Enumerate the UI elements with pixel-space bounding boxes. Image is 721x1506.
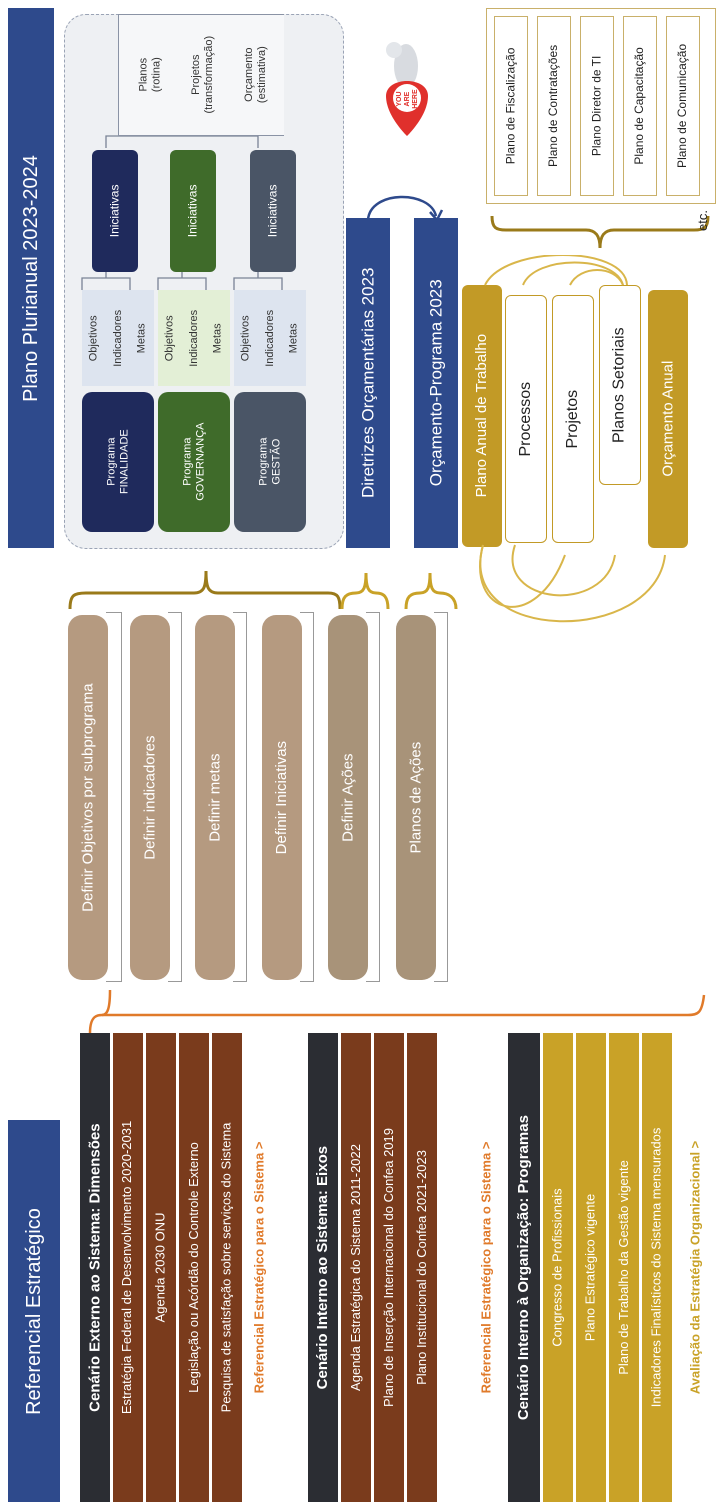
interno-org-link[interactable]: Avaliação da Estratégia Organizacional > bbox=[687, 1140, 703, 1395]
sector-plan-item: Plano de Contratações bbox=[537, 16, 571, 196]
interno-sistema-item: Plano Institucional do Confea 2021-2023 bbox=[407, 1033, 437, 1502]
plano-orcamento: Orçamento (estimativa) bbox=[242, 46, 267, 104]
sub-metas: Metas bbox=[206, 290, 230, 386]
sub-metas: Metas bbox=[282, 290, 306, 386]
step-definir-metas: Definir metas bbox=[195, 615, 235, 980]
sector-plan-item: Plano de Fiscalização bbox=[494, 16, 528, 196]
step-outline bbox=[300, 612, 314, 982]
sub-indicadores: Indicadores bbox=[182, 290, 206, 386]
step-definir-acoes: Definir Ações bbox=[328, 615, 368, 980]
step-outline bbox=[434, 612, 448, 982]
step-planos-de-acoes: Planos de Ações bbox=[396, 615, 436, 980]
sub-objetivos: Objetivos bbox=[234, 290, 258, 386]
gold-braces bbox=[68, 570, 458, 610]
interno-sistema-item: Plano de Inserção Internacional do Confe… bbox=[374, 1033, 404, 1502]
sector-plan-item: Plano de Comunicação bbox=[666, 16, 700, 196]
externo-title: Cenário Externo ao Sistema: Dimensões bbox=[80, 1033, 110, 1502]
step-outline bbox=[366, 612, 380, 982]
referencial-estrategico-banner: Referencial Estratégico bbox=[8, 1120, 60, 1502]
program-governanca: Programa GOVERNANÇA bbox=[158, 392, 230, 532]
step-outline bbox=[168, 612, 182, 982]
paa-planos-setoriais[interactable]: Planos Setoriais bbox=[599, 285, 641, 485]
sub-indicadores: Indicadores bbox=[258, 290, 282, 386]
interno-sistema-item: Agenda Estratégica do Sistema 2011-2022 bbox=[341, 1033, 371, 1502]
paa-orcamento-anual: Orçamento Anual bbox=[648, 290, 688, 548]
sector-plan-item: Plano de Capacitação bbox=[623, 16, 657, 196]
ppa-banner: Plano Plurianual 2023-2024 bbox=[8, 8, 54, 548]
plano-rotina: Planos (rotina) bbox=[137, 57, 162, 93]
sector-plan-item: Plano Diretor de TI bbox=[580, 16, 614, 196]
externo-link[interactable]: Referencial Estratégico para o Sistema > bbox=[251, 1141, 267, 1394]
you-are-here-marker bbox=[386, 42, 428, 136]
plano-projetos: Projetos (transformação) bbox=[190, 36, 215, 114]
step-definir-iniciativas: Definir Iniciativas bbox=[262, 615, 302, 980]
program-gestao: Programa GESTÃO bbox=[234, 392, 306, 532]
sub-objetivos: Objetivos bbox=[158, 290, 182, 386]
interno-org-item: Plano de Trabalho da Gestão vigente bbox=[609, 1033, 639, 1502]
iniciativas-governanca: Iniciativas bbox=[170, 150, 216, 272]
step-outline bbox=[233, 612, 247, 982]
interno-sistema-link[interactable]: Referencial Estratégico para o Sistema > bbox=[478, 1141, 494, 1394]
paa-projetos[interactable]: Projetos bbox=[552, 295, 594, 543]
externo-item: Estratégia Federal de Desenvolvimento 20… bbox=[113, 1033, 143, 1502]
interno-org-title: Cenário Interno à Organização: Programas bbox=[508, 1033, 540, 1502]
paa-processos[interactable]: Processos bbox=[505, 295, 547, 543]
step-definir-objetivos: Definir Objetivos por subprograma bbox=[68, 615, 108, 980]
interno-org-item: Indicadores Finalísticos do Sistema mens… bbox=[642, 1033, 672, 1502]
step-definir-indicadores: Definir indicadores bbox=[130, 615, 170, 980]
paa-title: Plano Anual de Trabalho bbox=[462, 285, 502, 547]
sector-plans-brace bbox=[490, 215, 710, 249]
interno-org-item: Congresso de Profissionais bbox=[543, 1033, 573, 1502]
externo-item: Legislação ou Acórdão do Controle Extern… bbox=[179, 1033, 209, 1502]
you-are-here-label: YOU ARE HERE bbox=[395, 89, 420, 109]
interno-org-item: Plano Estratégico vigente bbox=[576, 1033, 606, 1502]
orange-brace bbox=[88, 989, 706, 1034]
paa-cycle-arrows bbox=[479, 255, 666, 623]
sector-plans-panel bbox=[486, 8, 716, 204]
loa-banner: Orçamento-Programa 2023 bbox=[414, 218, 458, 548]
step-outline bbox=[106, 612, 122, 982]
ldo-loa-arrow bbox=[366, 195, 444, 222]
program-finalidade: Programa FINALIDADE bbox=[82, 392, 154, 532]
sector-plans-etc: etc. bbox=[694, 209, 710, 231]
planos-bracket bbox=[118, 14, 284, 136]
sub-metas: Metas bbox=[130, 290, 154, 386]
ldo-banner: Diretrizes Orçamentárias 2023 bbox=[346, 218, 390, 548]
sub-objetivos: Objetivos bbox=[82, 290, 106, 386]
sub-indicadores: Indicadores bbox=[106, 290, 130, 386]
iniciativas-finalidade: Iniciativas bbox=[92, 150, 138, 272]
externo-item: Pesquisa de satisfação sobre serviços do… bbox=[212, 1033, 242, 1502]
externo-item: Agenda 2030 ONU bbox=[146, 1033, 176, 1502]
iniciativas-gestao: Iniciativas bbox=[250, 150, 296, 272]
interno-sistema-title: Cenário Interno ao Sistema: Eixos bbox=[308, 1033, 338, 1502]
